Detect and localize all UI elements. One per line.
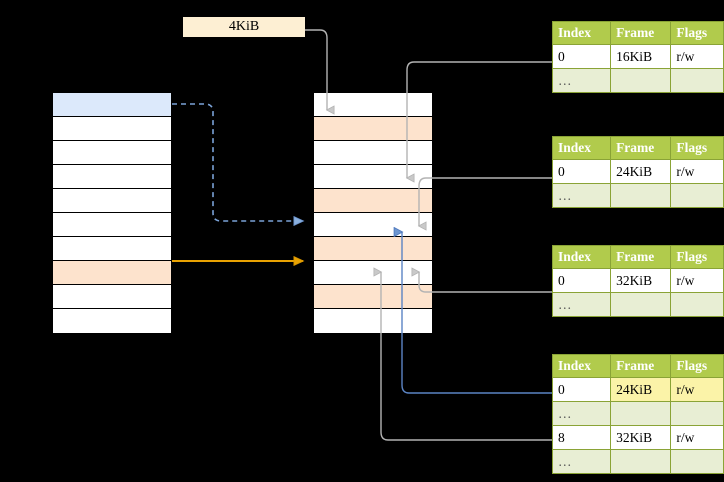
cell-frame: 24KiB bbox=[610, 377, 672, 402]
column-header-flags: Flags bbox=[670, 245, 724, 269]
cell-flags: r/w bbox=[670, 44, 724, 69]
cell-flags: r/w bbox=[670, 159, 724, 184]
cell-frame bbox=[610, 292, 672, 317]
memory-row bbox=[53, 93, 171, 117]
table-header-row: Index Frame Flags bbox=[551, 136, 724, 160]
memory-row bbox=[53, 165, 171, 189]
page-table-level-3: Index Frame Flags 0 32KiB r/w … bbox=[551, 245, 724, 317]
cell-index: 0 bbox=[551, 159, 612, 184]
memory-row bbox=[53, 189, 171, 213]
cell-frame: 16KiB bbox=[610, 44, 672, 69]
table-row: 0 24KiB r/w bbox=[551, 377, 724, 402]
memory-row bbox=[314, 117, 432, 141]
cell-index: … bbox=[551, 292, 612, 317]
cell-index: … bbox=[551, 68, 612, 93]
memory-row bbox=[53, 213, 171, 237]
cell-frame bbox=[610, 68, 672, 93]
wire-table2-to-frame bbox=[419, 177, 552, 226]
column-header-frame: Frame bbox=[610, 354, 672, 378]
column-header-flags: Flags bbox=[670, 354, 724, 378]
cell-frame bbox=[610, 401, 672, 426]
table-row: … bbox=[551, 401, 724, 426]
memory-row bbox=[53, 285, 171, 309]
table-row: … bbox=[551, 449, 724, 474]
column-header-flags: Flags bbox=[670, 21, 724, 45]
cell-frame: 24KiB bbox=[610, 159, 672, 184]
memory-row bbox=[53, 117, 171, 141]
memory-row bbox=[314, 213, 432, 237]
cell-flags: r/w bbox=[670, 377, 724, 402]
column-header-frame: Frame bbox=[610, 21, 672, 45]
memory-row bbox=[314, 237, 432, 261]
table-row: 0 16KiB r/w bbox=[551, 44, 724, 69]
wire-table3-to-frame bbox=[419, 272, 552, 293]
page-table-level-4: Index Frame Flags 0 24KiB r/w … 8 32KiB … bbox=[551, 354, 724, 474]
memory-row bbox=[314, 261, 432, 285]
memory-row bbox=[314, 189, 432, 213]
memory-row bbox=[53, 309, 171, 333]
table-row: 0 24KiB r/w bbox=[551, 159, 724, 184]
cell-flags bbox=[670, 183, 724, 208]
cell-index: … bbox=[551, 449, 612, 474]
physical-memory-column bbox=[313, 92, 433, 333]
virtual-address-space-column bbox=[52, 92, 172, 333]
memory-row bbox=[53, 237, 171, 261]
memory-row bbox=[53, 141, 171, 165]
table-row: … bbox=[551, 292, 724, 317]
cell-flags bbox=[670, 68, 724, 93]
memory-row bbox=[53, 261, 171, 285]
cell-flags bbox=[670, 449, 724, 474]
wire-virtual-page-blue bbox=[172, 103, 303, 221]
cell-index: 8 bbox=[551, 425, 612, 450]
column-header-index: Index bbox=[551, 136, 612, 160]
table-row: 0 32KiB r/w bbox=[551, 268, 724, 293]
cell-frame: 32KiB bbox=[610, 268, 672, 293]
table-row: … bbox=[551, 68, 724, 93]
cell-index: 0 bbox=[551, 268, 612, 293]
cell-frame bbox=[610, 183, 672, 208]
table-header-row: Index Frame Flags bbox=[551, 21, 724, 45]
cell-index: … bbox=[551, 401, 612, 426]
memory-row bbox=[314, 141, 432, 165]
cell-index: … bbox=[551, 183, 612, 208]
column-header-index: Index bbox=[551, 354, 612, 378]
column-header-index: Index bbox=[551, 245, 612, 269]
cell-flags: r/w bbox=[670, 425, 724, 450]
memory-row bbox=[314, 309, 432, 333]
page-table-level-1: Index Frame Flags 0 16KiB r/w … bbox=[551, 21, 724, 93]
cell-flags bbox=[670, 401, 724, 426]
cell-frame bbox=[610, 449, 672, 474]
table-header-row: Index Frame Flags bbox=[551, 245, 724, 269]
memory-row bbox=[314, 93, 432, 117]
cell-index: 0 bbox=[551, 44, 612, 69]
column-header-flags: Flags bbox=[670, 136, 724, 160]
table-row: … bbox=[551, 183, 724, 208]
cell-flags: r/w bbox=[670, 268, 724, 293]
memory-row bbox=[314, 165, 432, 189]
size-label-4kib: 4KiB bbox=[183, 17, 305, 37]
memory-row bbox=[314, 285, 432, 309]
table-row: 8 32KiB r/w bbox=[551, 425, 724, 450]
page-table-level-2: Index Frame Flags 0 24KiB r/w … bbox=[551, 136, 724, 208]
table-header-row: Index Frame Flags bbox=[551, 354, 724, 378]
column-header-frame: Frame bbox=[610, 136, 672, 160]
cell-frame: 32KiB bbox=[610, 425, 672, 450]
column-header-frame: Frame bbox=[610, 245, 672, 269]
column-header-index: Index bbox=[551, 21, 612, 45]
cell-flags bbox=[670, 292, 724, 317]
cell-index: 0 bbox=[551, 377, 612, 402]
